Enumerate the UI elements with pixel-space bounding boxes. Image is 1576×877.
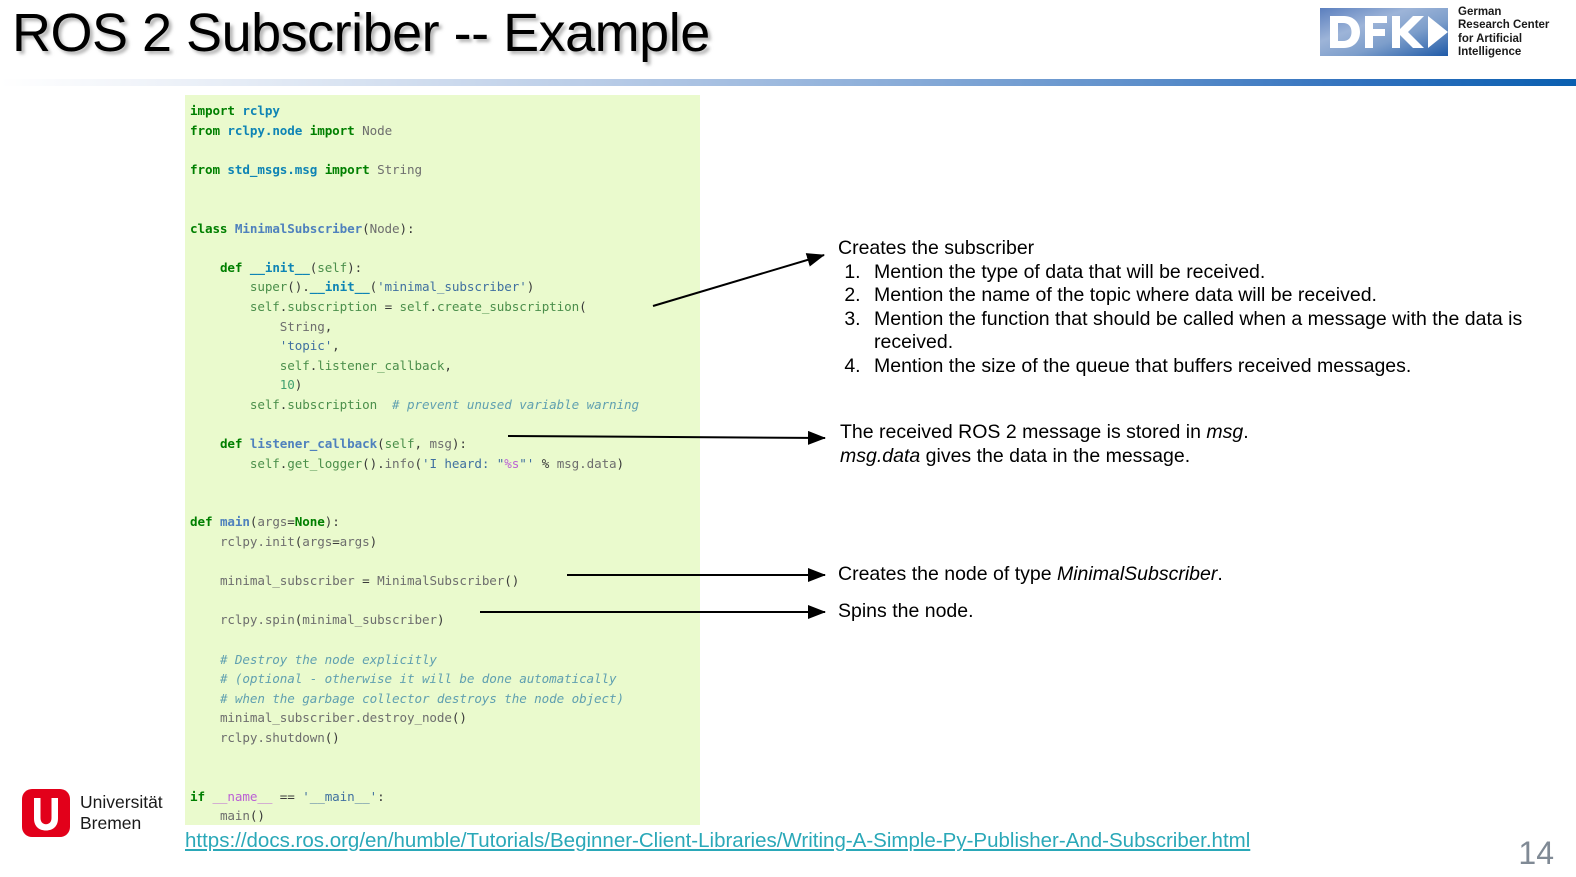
annotation-spin-text: Spins the node.	[838, 600, 974, 622]
list-item: Mention the name of the topic where data…	[866, 284, 1538, 308]
code-listing: import rclpy from rclpy.node import Node…	[185, 95, 700, 825]
university-bremen-icon	[22, 789, 70, 837]
university-bremen-text: Universität Bremen	[80, 792, 163, 833]
annotation-subscriber-list: Mention the type of data that will be re…	[838, 261, 1538, 379]
dfki-line-3: for Artificial	[1458, 32, 1523, 45]
annotation-message-line2-post: gives the data in the message.	[920, 444, 1191, 467]
annotation-message-line1-em: msg	[1206, 421, 1244, 443]
annotation-message: The received ROS 2 message is stored in …	[840, 421, 1460, 468]
annotation-subscriber: Creates the subscriber Mention the type …	[838, 237, 1538, 379]
annotation-node: Creates the node of type MinimalSubscrib…	[838, 563, 1458, 587]
dfki-logo-icon	[1320, 8, 1448, 56]
annotation-message-line2: msg.data gives the data in the message.	[840, 445, 1460, 469]
list-item: Mention the size of the queue that buffe…	[866, 355, 1538, 379]
list-item: Mention the function that should be call…	[866, 308, 1538, 355]
annotation-subscriber-heading: Creates the subscriber	[838, 237, 1035, 259]
annotation-message-line2-em: msg.data	[840, 444, 921, 467]
page-number: 14	[1518, 835, 1554, 871]
annotation-node-pre: Creates the node of type	[838, 563, 1057, 585]
list-item: Mention the type of data that will be re…	[866, 261, 1538, 285]
page-title: ROS 2 Subscriber -- Example	[12, 3, 710, 63]
code-text: import rclpy from rclpy.node import Node…	[190, 103, 639, 824]
annotation-spin: Spins the node.	[838, 600, 1458, 624]
annotation-message-line1-post: .	[1243, 421, 1249, 443]
university-line-1: Universität	[80, 792, 163, 812]
dfki-line-4: Intelligence	[1458, 46, 1522, 59]
dfki-line-2: Research Center	[1458, 19, 1550, 32]
annotation-node-post: .	[1217, 563, 1223, 585]
header-divider	[0, 79, 1576, 86]
annotation-message-line1-pre: The received ROS 2 message is stored in	[840, 421, 1207, 443]
university-line-2: Bremen	[80, 812, 142, 833]
dfki-logo-text: German Research Center for Artificial In…	[1458, 6, 1549, 60]
slide-header: ROS 2 Subscriber -- Example Germa	[0, 0, 1576, 86]
dfki-line-1: German	[1458, 6, 1502, 18]
annotation-node-em: MinimalSubscriber	[1056, 563, 1218, 585]
source-url-link[interactable]: https://docs.ros.org/en/humble/Tutorials…	[185, 829, 1251, 852]
university-bremen-logo: Universität Bremen	[22, 789, 182, 841]
annotation-message-line1: The received ROS 2 message is stored in …	[840, 421, 1249, 443]
dfki-logo: German Research Center for Artificial In…	[1320, 6, 1566, 62]
